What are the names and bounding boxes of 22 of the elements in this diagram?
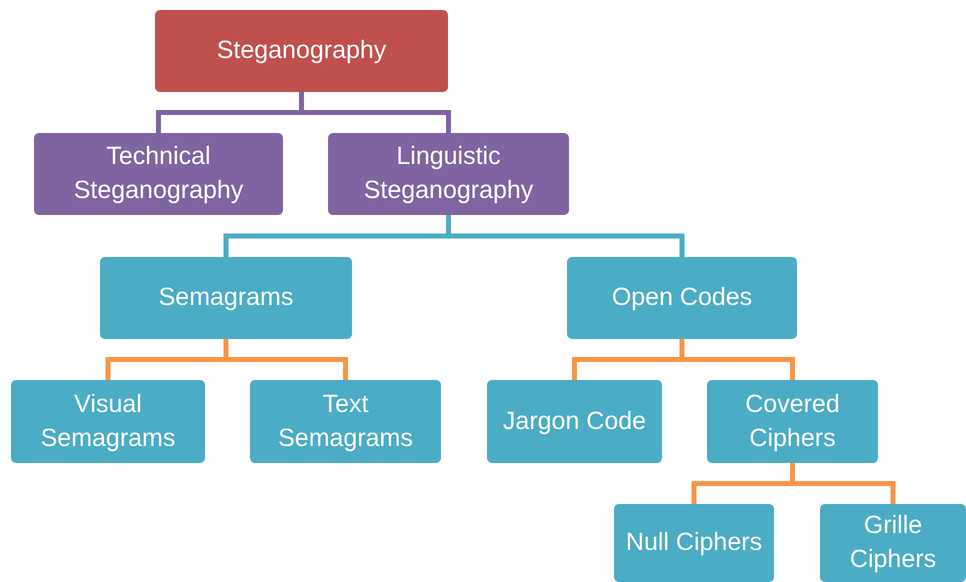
category-box	[328, 133, 569, 215]
category-box	[155, 10, 448, 92]
category-box	[567, 257, 797, 339]
category-label: Covered Ciphers	[744, 388, 841, 454]
category-box	[11, 380, 205, 463]
category-label: Visual Semagrams	[40, 388, 176, 454]
category-label: Text Semagrams	[277, 388, 414, 454]
category-box	[614, 504, 774, 582]
category-label: Technical Steganography	[72, 141, 244, 206]
category-label: Linguistic Steganography	[362, 141, 534, 206]
category-box	[820, 504, 966, 582]
category-label: Semagrams	[158, 282, 294, 314]
category-box	[250, 380, 441, 463]
category-label: Open Codes	[612, 282, 752, 314]
category-box	[34, 133, 283, 215]
category-box	[707, 380, 878, 463]
category-box	[487, 380, 662, 463]
category-box	[100, 257, 352, 339]
category-label: Jargon Code	[502, 406, 646, 437]
category-label: Grille Ciphers	[848, 510, 938, 575]
category-label: Steganography	[216, 35, 386, 66]
category-label: Null Ciphers	[626, 527, 762, 558]
